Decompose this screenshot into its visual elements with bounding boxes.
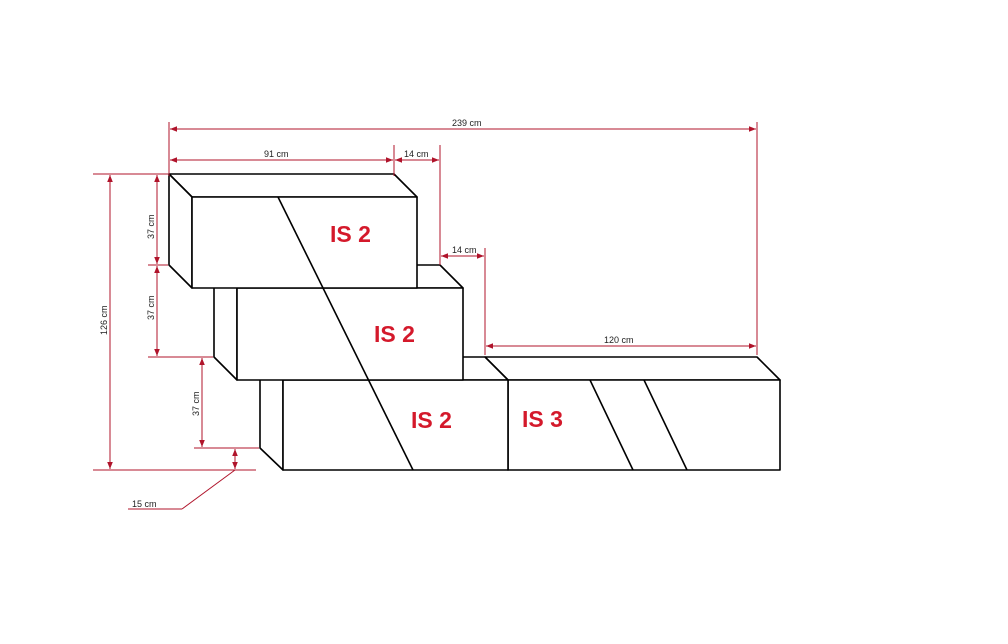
- unit-label-middle: IS 2: [374, 321, 415, 347]
- dimension-top-width-label: 91 cm: [264, 149, 289, 159]
- dimension-total-height-label: 126 cm: [99, 305, 109, 335]
- dimension-height-top-label: 37 cm: [146, 214, 156, 239]
- dimension-offset-mid: 14 cm: [441, 245, 486, 355]
- dimension-top-width: 91 cm: [170, 145, 395, 176]
- diagonal-accent-line: [277, 196, 414, 471]
- dimension-height-top: 37 cm: [146, 175, 168, 266]
- dimension-height-mid: 37 cm: [146, 266, 213, 358]
- unit-label-bottom-right: IS 3: [522, 406, 563, 432]
- dimension-bottom-right-width: 120 cm: [486, 335, 756, 349]
- dimension-height-bottom-label: 37 cm: [191, 391, 201, 416]
- dimension-offset-top-label: 14 cm: [404, 149, 429, 159]
- dimension-floor-gap-label: 15 cm: [132, 499, 157, 509]
- dimension-height-mid-label: 37 cm: [146, 295, 156, 320]
- dimension-height-bottom: 37 cm: [191, 358, 259, 449]
- cabinet-top: [168, 173, 418, 289]
- dimension-total-height: 126 cm: [93, 173, 256, 471]
- dimension-total-width-label: 239 cm: [452, 118, 482, 128]
- dimension-total-width: 239 cm: [168, 118, 758, 355]
- dimension-offset-mid-label: 14 cm: [452, 245, 477, 255]
- unit-label-top: IS 2: [330, 221, 371, 247]
- dimension-bottom-right-width-label: 120 cm: [604, 335, 634, 345]
- dimension-floor-gap: 15 cm: [128, 449, 238, 510]
- dimension-offset-top: 14 cm: [395, 145, 441, 265]
- unit-label-bottom-left: IS 2: [411, 407, 452, 433]
